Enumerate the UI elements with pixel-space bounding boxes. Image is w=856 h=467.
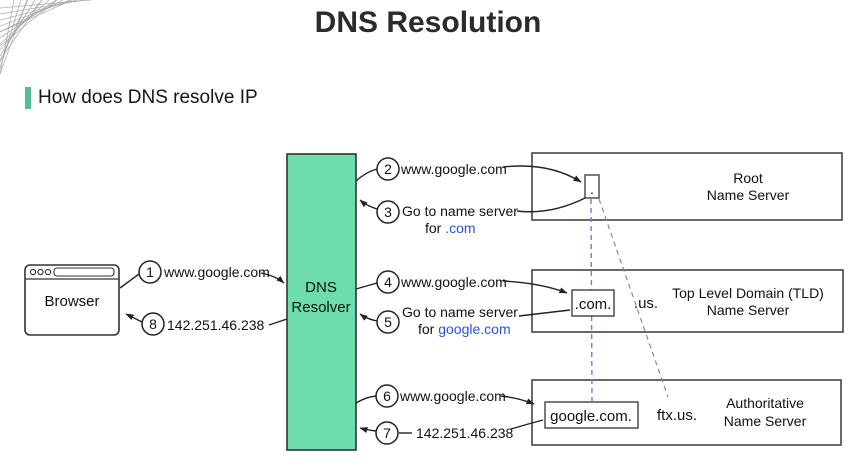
svg-text:7: 7 [383, 425, 391, 441]
step-5-label-link: google.com [438, 321, 510, 337]
arrow-browser-to-1 [119, 273, 140, 289]
step-5-label-line1: Go to name server [402, 304, 518, 320]
root-server-name2: Name Server [707, 187, 790, 203]
window-dot-icon [44, 268, 52, 276]
step-3-label-prefix: for [425, 220, 445, 236]
svg-text:8: 8 [149, 316, 157, 332]
auth-server-name: Authoritative [726, 395, 804, 411]
step-8-label: 142.251.46.238 [167, 317, 265, 333]
arrow-7-to-resolver [359, 427, 377, 433]
step-7-label: 142.251.46.238 [416, 425, 514, 441]
arrow-resolver-to-8 [268, 318, 288, 326]
step-badge-4: 4 [376, 270, 400, 294]
svg-text:6: 6 [383, 388, 391, 404]
step-badge-7: 7 [375, 421, 399, 445]
arrow-1-to-resolver [260, 272, 285, 284]
arrow-6-to-auth [500, 395, 535, 405]
arrow-3-to-resolver [359, 199, 378, 210]
accent-bar [25, 87, 31, 109]
arrow-8-to-browser [125, 313, 143, 323]
arrow-root-to-3 [516, 197, 586, 213]
step-3-label-link: .com [445, 220, 475, 236]
arrow-4-to-tld [502, 280, 568, 294]
step-badges: 1 2 3 4 5 6 7 8 [138, 157, 400, 445]
step-5-label-line2: for google.com [418, 321, 511, 337]
root-node: . [584, 174, 600, 199]
dns-resolver-box: DNS Resolver [286, 153, 357, 451]
step-3-label-line2: for .com [425, 220, 476, 236]
root-server-name: Root [733, 170, 763, 186]
section-heading-text: How does DNS resolve IP [38, 87, 258, 108]
step-badge-8: 8 [141, 312, 165, 336]
svg-text:2: 2 [384, 161, 392, 177]
arrow-resolver-to-4 [355, 282, 378, 290]
step-4-label: www.google.com [400, 274, 507, 290]
step-badge-6: 6 [375, 384, 399, 408]
root-name-server-box: Root Name Server [531, 152, 843, 221]
root-node-label: . [590, 181, 594, 197]
flow-arrows [119, 165, 586, 434]
step-6-label: www.google.com [399, 388, 506, 404]
corner-decoration-lines [0, 0, 92, 75]
svg-text:1: 1 [146, 264, 154, 280]
auth-sibling-label: ftx.us. [657, 407, 697, 424]
step-3-label-line1: Go to name server [402, 203, 518, 219]
tld-node-label: .com. [575, 296, 612, 313]
tld-node: .com. .us. [571, 289, 658, 317]
step-badge-5: 5 [376, 310, 400, 334]
browser-label: Browser [44, 293, 99, 310]
step-badge-3: 3 [376, 200, 400, 224]
step-2-label: www.google.com [400, 161, 507, 177]
tld-server-name: Top Level Domain (TLD) [672, 285, 824, 301]
arrow-5-to-resolver [359, 313, 378, 322]
step-5-label-prefix: for [418, 321, 438, 337]
arrow-2-to-root [502, 165, 582, 183]
auth-node-label: google.com. [550, 408, 632, 425]
authoritative-node: google.com. ftx.us. [544, 401, 697, 429]
browser-window: Browser [24, 264, 120, 336]
window-dot-icon [37, 268, 44, 276]
step-badge-2: 2 [376, 157, 400, 181]
tld-server-name2: Name Server [707, 302, 790, 318]
resolver-label: DNS [305, 279, 337, 296]
tld-sibling-label: .us. [634, 295, 658, 312]
section-heading: How does DNS resolve IP [25, 87, 258, 109]
arrow-auth-to-7 [510, 419, 544, 430]
arrow-resolver-to-2 [355, 168, 378, 182]
window-dot-icon [29, 268, 37, 276]
step-labels: www.google.com 142.251.46.238 www.google… [163, 161, 518, 441]
svg-text:5: 5 [384, 314, 392, 330]
arrow-resolver-to-6 [355, 395, 377, 404]
delegation-dashed-line-gray [598, 198, 669, 398]
arrow-tld-to-5 [518, 309, 571, 317]
step-1-label: www.google.com [163, 264, 270, 280]
svg-text:3: 3 [384, 204, 392, 220]
page-title: DNS Resolution [314, 6, 542, 39]
address-bar-icon [53, 267, 115, 277]
svg-text:4: 4 [384, 274, 392, 290]
resolver-label2: Resolver [291, 299, 350, 316]
auth-server-name2: Name Server [724, 413, 807, 429]
step-badge-1: 1 [138, 260, 162, 284]
